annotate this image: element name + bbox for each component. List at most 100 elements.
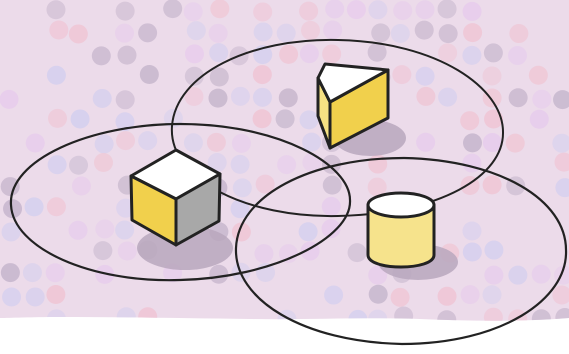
background-dot (367, 177, 387, 197)
background-dot (115, 220, 135, 240)
background-dot (390, 287, 410, 307)
background-dot (415, 66, 435, 86)
background-dot (484, 109, 504, 129)
background-dot (437, 0, 457, 19)
background-dot (163, 0, 183, 19)
background-dot (46, 197, 66, 217)
background-dot (138, 307, 158, 321)
background-dot (68, 24, 88, 44)
background-dot (508, 46, 528, 66)
background-dot (183, 133, 203, 153)
background-dot (254, 244, 274, 264)
background-dot (210, 0, 230, 19)
background-dot (531, 309, 551, 321)
background-dot (116, 307, 136, 321)
background-dot (184, 44, 204, 64)
background-dot (438, 87, 458, 107)
background-dot (555, 178, 569, 198)
background-dot (49, 20, 69, 40)
background-dot (95, 219, 115, 239)
background-dot (368, 284, 388, 304)
background-dot (482, 133, 502, 153)
background-dot (276, 23, 296, 43)
background-dot (462, 242, 482, 262)
background-dot (115, 1, 135, 21)
background-dot (552, 285, 569, 305)
background-dot (117, 45, 137, 65)
background-dot (68, 220, 88, 240)
background-dot (368, 265, 388, 285)
background-dot (463, 23, 483, 43)
background-dot (253, 22, 273, 42)
ellipse-right (234, 156, 568, 346)
background-dot (321, 154, 341, 174)
background-dot (186, 21, 206, 41)
background-dot (206, 132, 226, 152)
ellipse-top (170, 38, 505, 218)
background-dot (321, 219, 341, 239)
background-dot (184, 66, 204, 86)
background-dot (532, 89, 552, 109)
background-dot (138, 131, 158, 151)
background-dot (416, 86, 436, 106)
background-dot (92, 88, 112, 108)
background-dot (508, 265, 528, 285)
background-dot (207, 152, 227, 172)
background-dot (209, 43, 229, 63)
background-dot (94, 134, 114, 154)
background-dot (93, 241, 113, 261)
background-dot (0, 177, 20, 197)
background-dot (438, 24, 458, 44)
background-dot (505, 133, 525, 153)
background-dot (392, 65, 412, 85)
background-dot (323, 20, 343, 40)
cube-side-face (174, 172, 222, 247)
background-dot (22, 263, 42, 283)
background-dot (115, 23, 135, 43)
background-dot (47, 155, 67, 175)
background-dot (277, 309, 297, 321)
background-dot (275, 109, 295, 129)
background-dot (48, 108, 68, 128)
background-dot (300, 20, 320, 40)
background-dot (302, 132, 322, 152)
background-dot (231, 133, 251, 153)
background-dot (531, 264, 551, 284)
background-dot (252, 65, 272, 85)
background-dot (552, 133, 569, 153)
background-dot (437, 310, 457, 321)
background-dot (508, 88, 528, 108)
background-dot (24, 197, 44, 217)
background-dot (390, 24, 410, 44)
background-dot (70, 109, 90, 129)
background-dot (253, 2, 273, 22)
background-dot (321, 196, 341, 216)
background-dot (71, 176, 91, 196)
background-dot (208, 88, 228, 108)
background-dot (255, 174, 275, 194)
prism-shape (316, 62, 390, 150)
background-dot (46, 309, 66, 321)
background-dot (484, 265, 504, 285)
background-dot (252, 109, 272, 129)
background-dot (25, 133, 45, 153)
background-dot (368, 0, 388, 20)
background-dot (0, 263, 20, 283)
background-dot (279, 44, 299, 64)
background-dot (278, 244, 298, 264)
background-dot (462, 1, 482, 21)
background-dot (368, 154, 388, 174)
background-dot (117, 241, 137, 261)
background-dot (209, 264, 229, 284)
background-dot (230, 86, 250, 106)
background-dot (299, 44, 319, 64)
background-dot (183, 2, 203, 22)
background-dot (393, 1, 413, 21)
background-dot (347, 243, 367, 263)
background-dot (438, 43, 458, 63)
background-dot (322, 44, 342, 64)
background-dot (324, 285, 344, 305)
background-dot (414, 20, 434, 40)
background-dot (139, 65, 159, 85)
